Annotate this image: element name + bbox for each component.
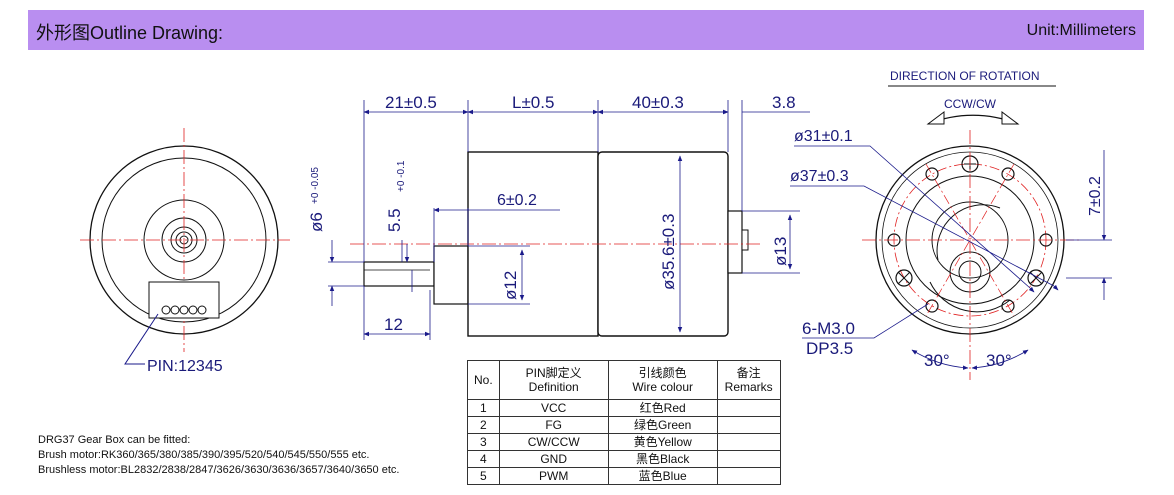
dim-shaft-dia-lines bbox=[328, 240, 364, 306]
pin-label: PIN:12345 bbox=[147, 358, 223, 375]
dim-body-dia: ø35.6±0.3 bbox=[659, 214, 678, 290]
connector bbox=[148, 281, 220, 319]
dim-40: 40±0.3 bbox=[632, 93, 684, 112]
table-row: 1 VCC 红色Red bbox=[467, 399, 781, 417]
dim-cap-lines bbox=[742, 210, 800, 274]
front-leaders bbox=[790, 145, 1059, 293]
dim-shaft-dia: ø6 bbox=[307, 212, 326, 232]
dim-thread: 6-M3.0 bbox=[802, 319, 855, 338]
rotation-title: DIRECTION OF ROTATION bbox=[890, 69, 1040, 83]
notes-line-2: Brush motor:RK360/365/380/385/390/395/52… bbox=[38, 449, 370, 461]
header-bar: 外形图Outline Drawing: Unit:Millimeters bbox=[28, 10, 1144, 50]
rotation-label: CCW/CW bbox=[944, 97, 997, 111]
dim-12-lines bbox=[363, 286, 431, 340]
dim-offset-lines bbox=[1066, 150, 1112, 300]
table-row: 3 CW/CCW 黄色Yellow bbox=[467, 433, 781, 451]
dim-boss-dia: ø12 bbox=[501, 271, 520, 300]
dim-boss-lines bbox=[468, 245, 530, 305]
rotation-indicator: DIRECTION OF ROTATION CCW/CW bbox=[888, 69, 1056, 125]
dim-3-8: 3.8 bbox=[772, 93, 796, 112]
angle-arcs bbox=[911, 349, 1029, 370]
unit-label: Unit:Millimeters bbox=[1026, 22, 1136, 39]
dim-flat-lines bbox=[401, 240, 413, 292]
dim-6-lines bbox=[433, 207, 560, 262]
compatibility-notes: DRG37 Gear Box can be fitted: Brush moto… bbox=[38, 433, 399, 478]
angle-right: 30° bbox=[986, 351, 1012, 370]
notes-line-3: Brushless motor:BL2832/2838/2847/3626/36… bbox=[38, 464, 400, 476]
dim-pcd: ø31±0.1 bbox=[794, 128, 853, 145]
angle-left: 30° bbox=[924, 351, 950, 370]
dim-flange-dia: ø37±0.3 bbox=[790, 168, 849, 185]
dim-flat-tol: +0 -0.1 bbox=[396, 160, 407, 192]
table-row: 4 GND 黑色Black bbox=[467, 450, 781, 468]
dim-flat: 5.5 bbox=[385, 208, 404, 232]
table-row: 5 PWM 蓝色Blue bbox=[467, 467, 781, 485]
rear-end-view: PIN:12345 bbox=[80, 128, 290, 375]
front-view bbox=[862, 130, 1080, 380]
table-row: 2 FG 绿色Green bbox=[467, 416, 781, 434]
dim-6: 6±0.2 bbox=[497, 192, 537, 209]
dim-shaft-dia-tol: +0 -0.05 bbox=[310, 167, 321, 204]
dim-21: 21±0.5 bbox=[385, 93, 437, 112]
dim-L: L±0.5 bbox=[512, 93, 554, 112]
dim-depth: DP3.5 bbox=[806, 339, 853, 358]
dim-cap-dia: ø13 bbox=[771, 237, 790, 266]
dim-12: 12 bbox=[384, 315, 403, 334]
side-view bbox=[350, 151, 760, 337]
drawing-title: 外形图Outline Drawing: bbox=[36, 23, 224, 43]
dim-offset: 7±0.2 bbox=[1087, 176, 1104, 216]
notes-line-1: DRG37 Gear Box can be fitted: bbox=[38, 434, 191, 446]
length-dimensions bbox=[363, 100, 810, 262]
col-no: No. bbox=[467, 360, 500, 400]
